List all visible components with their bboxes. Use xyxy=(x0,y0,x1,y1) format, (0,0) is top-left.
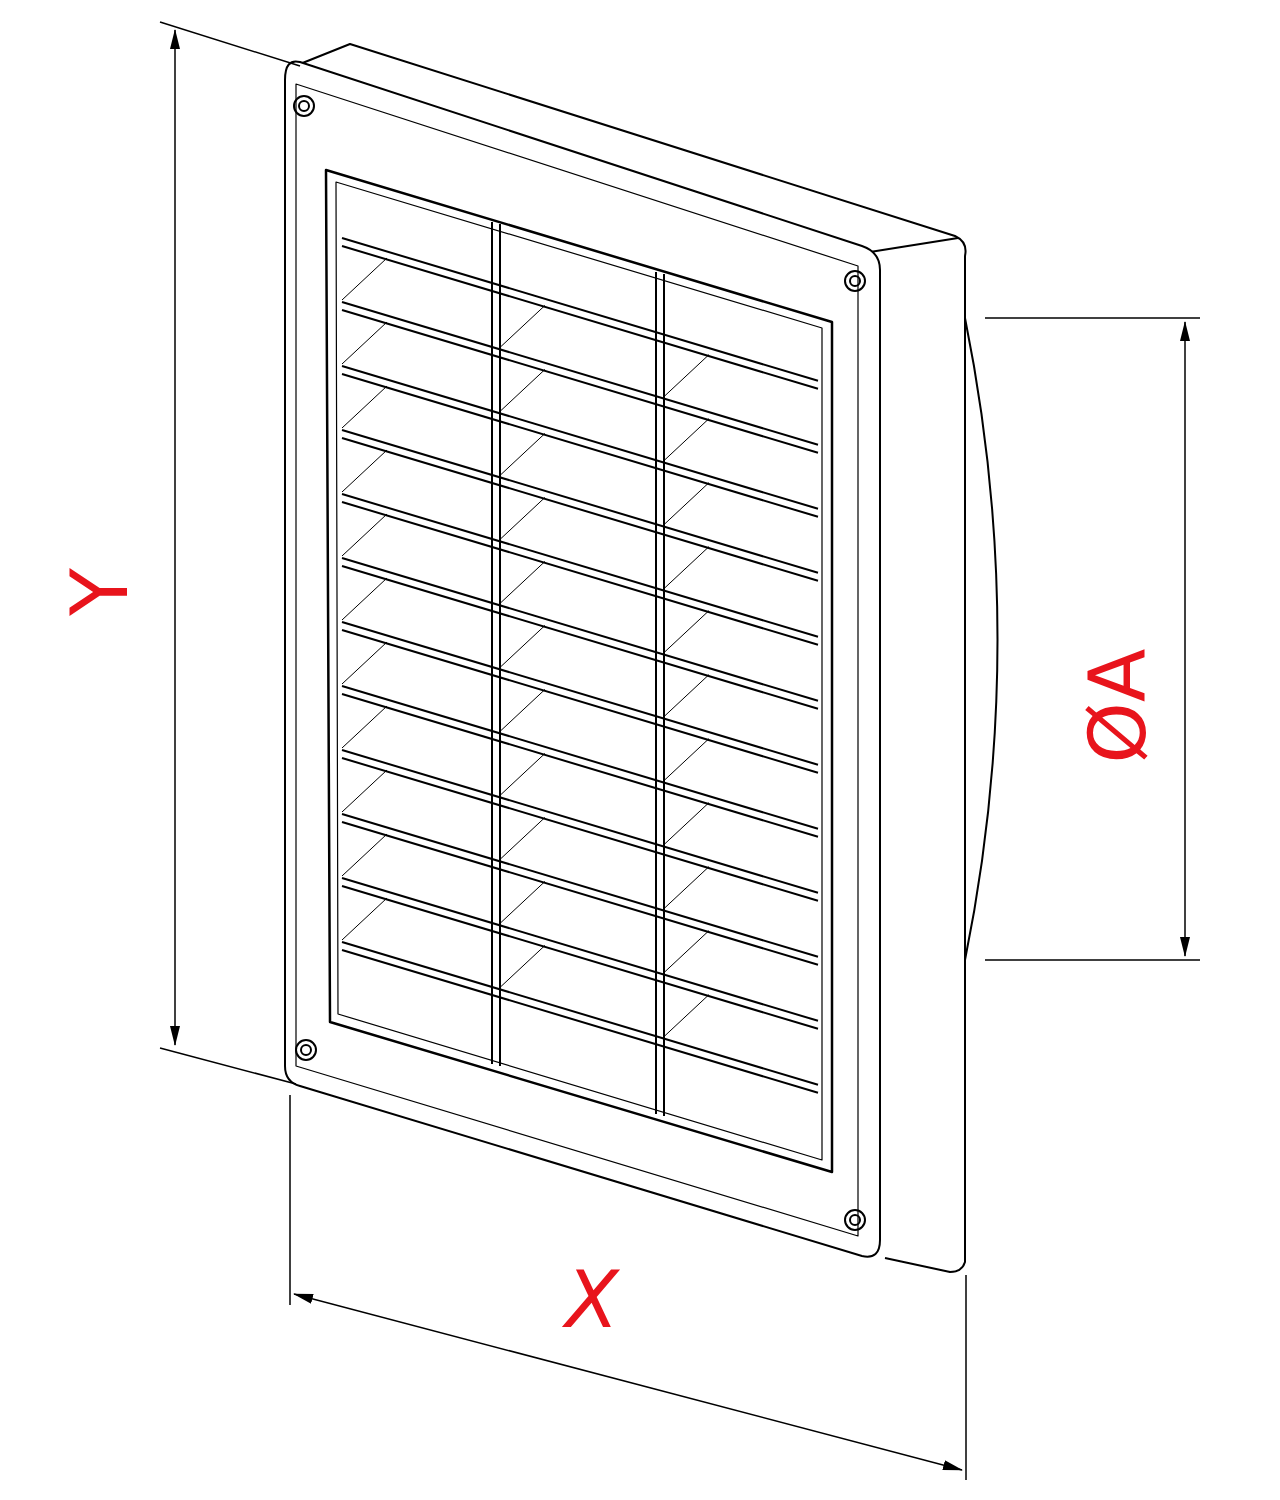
slat-fin xyxy=(500,561,545,603)
slat-fin xyxy=(500,945,545,987)
slat-fin xyxy=(342,322,387,364)
louvre-slat xyxy=(342,814,818,965)
louvre-slat xyxy=(342,878,818,1029)
slat-fin xyxy=(664,867,709,909)
dimension-label: X xyxy=(565,1261,618,1339)
slat-fin xyxy=(664,739,709,781)
slat-fin xyxy=(664,995,709,1037)
louvre-slat xyxy=(342,430,818,581)
slat-fin xyxy=(664,547,709,589)
louvre-slat xyxy=(342,942,818,1093)
slat-fin xyxy=(342,386,387,428)
louvre-slat xyxy=(342,238,818,389)
slat-fin xyxy=(500,881,545,923)
slat-fin xyxy=(342,642,387,684)
louvre-slat xyxy=(342,686,818,837)
slat-fin xyxy=(342,514,387,556)
slat-fin xyxy=(342,770,387,812)
louvre-slat xyxy=(342,622,818,773)
slat-fin xyxy=(500,753,545,795)
slat-fin xyxy=(500,433,545,475)
louvre-slat xyxy=(342,302,818,453)
slat-fin xyxy=(664,611,709,653)
slat-fin xyxy=(342,706,387,748)
dimension-label: Y xyxy=(61,568,139,616)
slat-fin xyxy=(664,483,709,525)
louvre-slat xyxy=(342,750,818,901)
slat-fin xyxy=(342,578,387,620)
slat-fin xyxy=(342,258,387,300)
slat-fin xyxy=(500,305,545,347)
slat-fin xyxy=(342,898,387,940)
slat-fin xyxy=(664,931,709,973)
slat-fin xyxy=(664,419,709,461)
slat-fin xyxy=(664,803,709,845)
slat-fin xyxy=(342,450,387,492)
slat-fin xyxy=(664,675,709,717)
slat-fin xyxy=(664,355,709,397)
louvre-slat xyxy=(342,494,818,645)
slat-fin xyxy=(500,625,545,667)
slat-fin xyxy=(500,497,545,539)
slat-fin xyxy=(500,689,545,731)
dimension-label: ØA xyxy=(1079,649,1157,764)
slat-fin xyxy=(500,369,545,411)
louvre-slat xyxy=(342,558,818,709)
slat-fin xyxy=(500,817,545,859)
slat-fin xyxy=(342,834,387,876)
louvre-slat xyxy=(342,366,818,517)
